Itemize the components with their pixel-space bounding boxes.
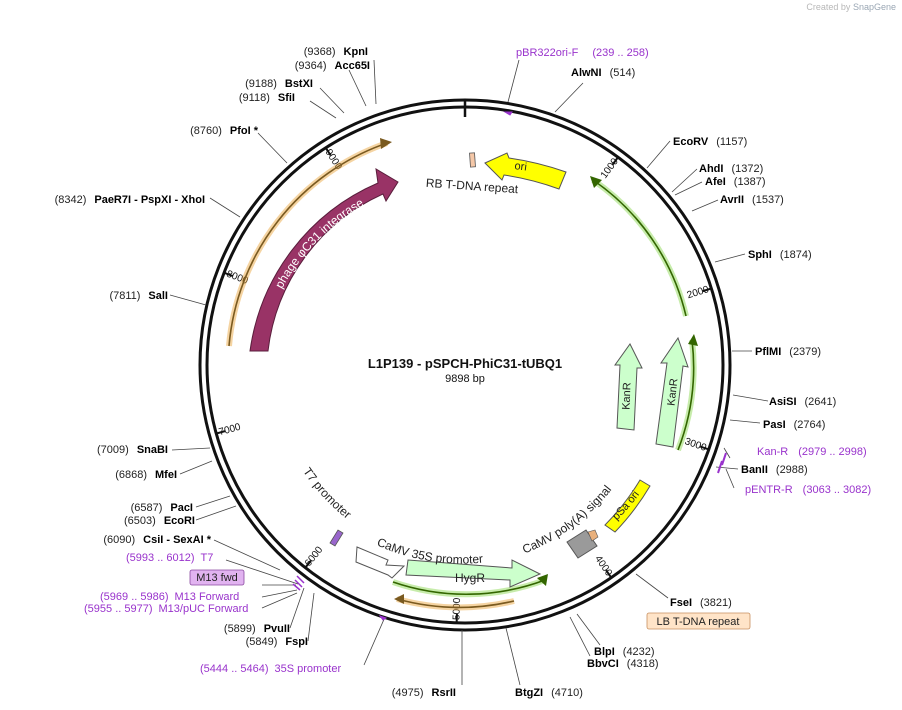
- scale-tick-label: 5000: [451, 597, 463, 620]
- ori-feature[interactable]: [484, 152, 567, 190]
- site-acc65i[interactable]: (9364)Acc65I: [295, 60, 370, 72]
- kanr-feature-1[interactable]: [614, 343, 643, 431]
- site-blpi[interactable]: BlpI(4232): [594, 646, 655, 658]
- scale-tick: [605, 569, 613, 579]
- scale-tick: [611, 156, 619, 166]
- kanr-label-1: KanR: [621, 382, 634, 410]
- scale-tick-label: 6000: [303, 544, 326, 569]
- site-bbvci[interactable]: BbvCI(4318): [587, 658, 659, 670]
- snapgene-brand: SnapGene: [852, 2, 896, 12]
- site-pflmi[interactable]: PflMI(2379): [755, 346, 821, 358]
- hygr-label: HygR: [455, 571, 485, 585]
- m13-fwd-label: M13 fwd: [196, 572, 238, 584]
- primer-markers: [292, 111, 727, 621]
- site-sphi[interactable]: SphI(1874): [748, 249, 812, 261]
- site-snabi[interactable]: (7009)SnaBI: [97, 444, 168, 456]
- site-asisi[interactable]: AsiSI(2641): [769, 396, 836, 408]
- site-avrii[interactable]: AvrII(1537): [720, 194, 784, 206]
- site-pasi[interactable]: PasI(2764): [763, 419, 825, 431]
- scale-tick: [304, 559, 312, 569]
- primer-35s-promoter[interactable]: (5444 .. 5464)35S promoter: [200, 663, 341, 675]
- primer-labels: pBR322ori-F(239 .. 258) Kan-R(2979 .. 29…: [84, 47, 871, 675]
- site-kpni[interactable]: (9368)KpnI: [304, 46, 368, 58]
- green-arc-arrowhead-top: [590, 176, 602, 188]
- green-arc-right-bottom-line: [677, 339, 695, 451]
- green-arc-right-top-line: [592, 179, 687, 317]
- scale-tick: [699, 445, 710, 451]
- camv35s-feature[interactable]: [355, 546, 406, 579]
- site-csii-sexai[interactable]: (6090)CsiI - SexAI *: [103, 534, 211, 546]
- site-bstxi[interactable]: (9188)BstXI: [245, 78, 313, 90]
- primer-kan-r[interactable]: Kan-R(2979 .. 2998): [757, 446, 867, 458]
- site-sali[interactable]: (7811)SalI: [109, 290, 168, 302]
- site-btgzi[interactable]: BtgZI(4710): [515, 687, 583, 699]
- scale-tick-label: 2000: [686, 284, 711, 301]
- credit-prefix: Created by: [806, 2, 851, 12]
- restriction-sites: (9368)KpnI (9364)Acc65I (9188)BstXI (911…: [55, 46, 837, 699]
- site-pvuii[interactable]: (5899)PvuII: [224, 623, 290, 635]
- orange-arc-bottom-line: [396, 598, 515, 609]
- primer-t7[interactable]: (5993 .. 6012)T7: [126, 552, 213, 564]
- site-ecori[interactable]: (6503)EcoRI: [124, 515, 195, 527]
- primer-pbr322ori-f[interactable]: pBR322ori-F(239 .. 258): [516, 47, 649, 59]
- scale-tick-label: 3000: [683, 436, 708, 454]
- site-rsrii[interactable]: (4975)RsrII: [392, 687, 456, 699]
- plasmid-size: 9898 bp: [445, 373, 485, 385]
- site-banii[interactable]: BanII(2988): [741, 464, 808, 476]
- rb-label: RB T-DNA repeat: [425, 176, 519, 196]
- site-afei[interactable]: AfeI(1387): [705, 176, 766, 188]
- backbone-outer: [198, 98, 732, 632]
- orange-arc-bottom-arrowhead: [394, 594, 404, 604]
- camv35s-label: CaMV 35S promoter: [375, 535, 483, 567]
- scale-tick-label: 1000: [599, 156, 621, 181]
- lb-tdna-label: LB T-DNA repeat: [657, 616, 740, 628]
- primer-m13-forward[interactable]: (5969 .. 5986)M13 Forward: [100, 591, 239, 603]
- site-fspi[interactable]: (5849)FspI: [246, 636, 308, 648]
- site-ecorv[interactable]: EcoRV(1157): [673, 136, 747, 148]
- site-paer7i-pspxi-xhoi[interactable]: (8342)PaeR7I - PspXI - XhoI: [55, 194, 205, 206]
- scale-tick: [223, 271, 233, 277]
- scale-tick: [324, 147, 332, 156]
- camv-polya-marker: [587, 529, 599, 542]
- scale-tick-label: 7000: [218, 422, 243, 439]
- t7-promoter-feature[interactable]: [329, 529, 344, 547]
- primer-m13-puc-forward[interactable]: (5955 .. 5977)M13/pUC Forward: [84, 603, 248, 615]
- site-paci[interactable]: (6587)PacI: [131, 502, 193, 514]
- kanr-label-2: KanR: [666, 378, 681, 407]
- lb-tdna-box[interactable]: [646, 612, 751, 630]
- m13-fwd-box[interactable]: [189, 569, 245, 586]
- t7-promoter-label: T7 promoter: [300, 465, 354, 522]
- scale-tick: [216, 430, 226, 435]
- site-ahdi[interactable]: AhdI(1372): [699, 163, 763, 175]
- primer-pentr-r[interactable]: pENTR-R(3063 .. 3082): [745, 484, 871, 496]
- orange-arc-upper-line: [228, 142, 388, 347]
- green-arc-arrowhead-bottom: [688, 334, 698, 346]
- orange-arc-arrowhead: [380, 138, 392, 149]
- camv-polya-feature[interactable]: [566, 529, 598, 559]
- green-arc-bottom-line: [392, 579, 546, 596]
- hygr-feature[interactable]: [405, 559, 542, 588]
- site-mfei[interactable]: (6868)MfeI: [115, 469, 177, 481]
- site-fsei[interactable]: FseI(3821): [670, 597, 732, 609]
- ori-label: ori: [514, 160, 528, 173]
- scale-tick: [702, 287, 712, 293]
- snapgene-credit: Created by SnapGene: [806, 2, 896, 12]
- green-arc-bottom-arrowhead: [537, 574, 548, 586]
- plasmid-name: L1P139 - pSPCH-PhiC31-tUBQ1: [368, 356, 562, 371]
- site-alwni[interactable]: AlwNI(514): [571, 67, 635, 79]
- site-sfii[interactable]: (9118)SfiI: [239, 92, 295, 104]
- site-pfoi[interactable]: (8760)PfoI *: [190, 125, 259, 137]
- kanr-feature-2[interactable]: [655, 336, 689, 448]
- camv-polya-label: CaMV poly(A) signal: [520, 482, 614, 556]
- phage-integrase-feature[interactable]: [249, 168, 399, 352]
- rb-feature[interactable]: [469, 152, 476, 168]
- scale-tick-label: 4000: [592, 554, 614, 579]
- psa-ori-feature[interactable]: [604, 479, 651, 533]
